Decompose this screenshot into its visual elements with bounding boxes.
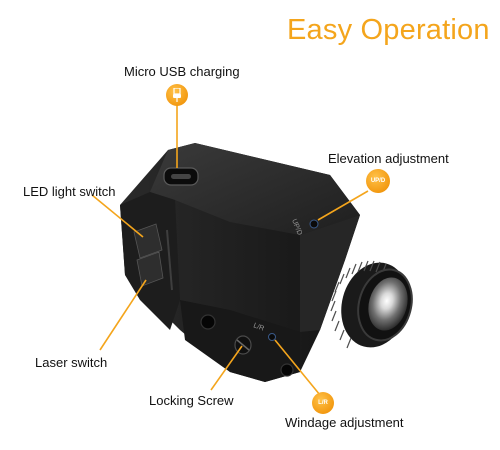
- elevation-adjustment-label: Elevation adjustment: [328, 151, 449, 166]
- callout-lines: [91, 104, 369, 396]
- led-light-switch-label: LED light switch: [23, 184, 116, 199]
- leftright-marking: L/R: [252, 322, 265, 332]
- laser-switch-label: Laser switch: [35, 355, 108, 370]
- usb-plug-icon: [166, 84, 188, 106]
- usb-charging-label: Micro USB charging: [124, 64, 240, 79]
- usb-plug-glyph: [173, 88, 181, 102]
- locking-screw-label: Locking Screw: [149, 393, 234, 408]
- page-title: Easy Operation: [287, 14, 490, 46]
- windage-adjustment-label: Windage adjustment: [285, 415, 404, 430]
- elevation-badge: UP/D: [366, 169, 390, 193]
- windage-badge: L/R: [312, 392, 334, 414]
